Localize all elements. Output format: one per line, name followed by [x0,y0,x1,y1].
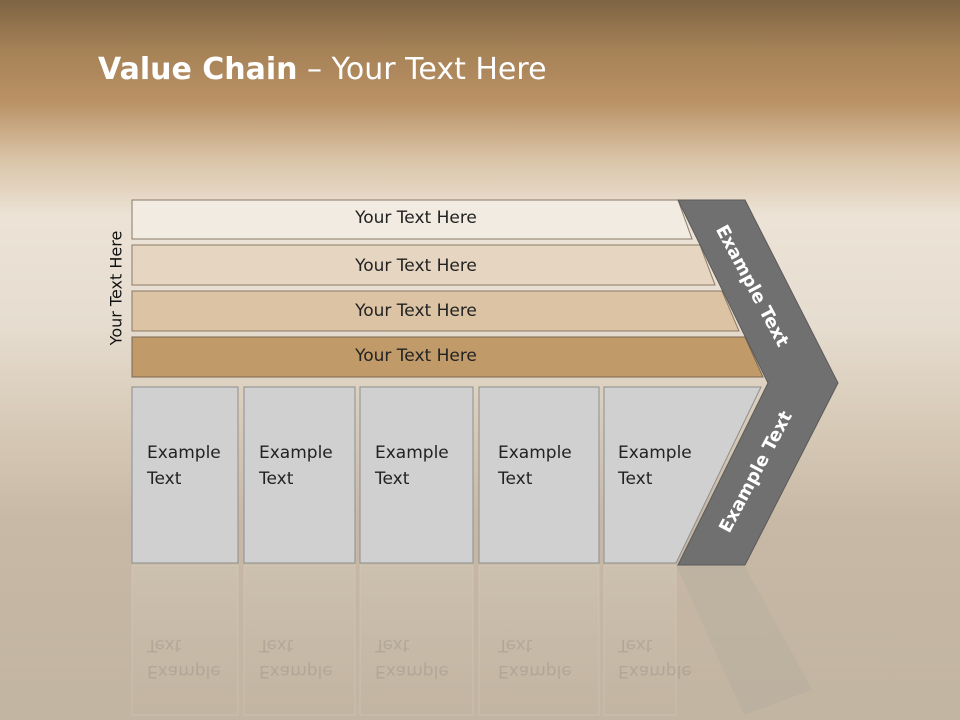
reflect-1-line2: Text [147,635,182,655]
box-1-line1: Example [147,443,221,463]
box-1-line2: Text [147,469,182,489]
box-5-reflection: Example Text [618,632,692,684]
bar-4-shape [131,336,764,378]
reflect-1-line1: Example [147,661,221,681]
reflect-3-line1: Example [375,661,449,681]
box-2-line2: Text [259,469,294,489]
bar-4-label: Your Text Here [355,346,477,366]
title-bold: Value Chain [98,52,298,87]
reflect-5-line2: Text [618,635,653,655]
box-4-shape [478,386,600,564]
box-5-shape [603,386,762,564]
box-4-reflection: Example Text [498,632,572,684]
box-3-line2: Text [375,469,410,489]
bar-1-label: Your Text Here [355,208,477,228]
box-1-shape [131,386,239,564]
reflect-3-line2: Text [375,635,410,655]
box-3-reflection: Example Text [375,632,449,684]
reflect-4-line1: Example [498,661,572,681]
reflect-2-line2: Text [259,635,294,655]
box-5-line2: Text [618,469,653,489]
bar-3-shape [131,290,740,332]
box-1-reflection: Example Text [147,632,221,684]
bar-3-label: Your Text Here [355,301,477,321]
box-4-line1: Example [498,443,572,463]
bar-2-shape [131,244,716,286]
box-3-shape [359,386,474,564]
box-4-line2: Text [498,469,533,489]
page-title: Value Chain – Your Text Here [98,52,547,87]
reflection [131,564,812,716]
box-2-line1: Example [259,443,333,463]
bar-2-label: Your Text Here [355,256,477,276]
box-2-shape [243,386,356,564]
box-2-reflection: Example Text [259,632,333,684]
bar-1-shape [131,199,693,240]
chevron-shape [677,199,839,566]
reflect-2-line1: Example [259,661,333,681]
reflect-4-line2: Text [498,635,533,655]
title-rest: – Your Text Here [297,52,547,87]
reflect-5-line1: Example [618,661,692,681]
box-3-line1: Example [375,443,449,463]
box-5-line1: Example [618,443,692,463]
